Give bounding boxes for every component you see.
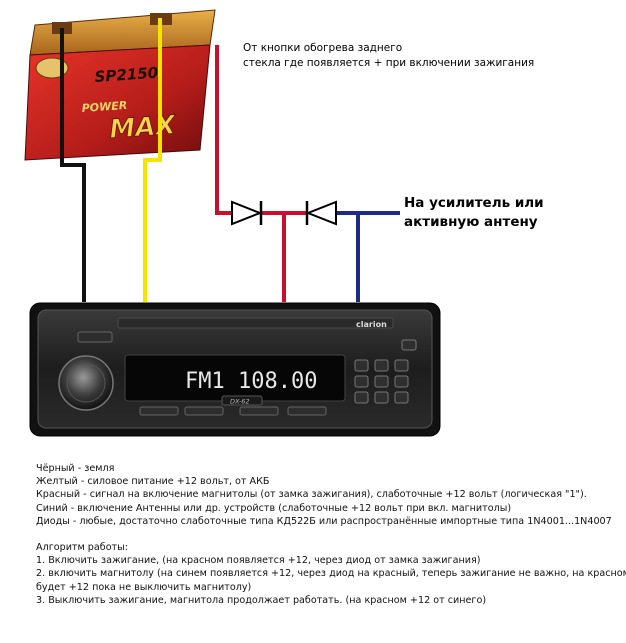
radio-display-text: FM1 108.00 [185,369,317,394]
radio-keypad [354,359,409,404]
radio-model: DX-62 [230,398,249,406]
battery-model: SP2150 [94,64,159,86]
battery-brand-power: POWER [81,99,127,115]
ground-wire [60,28,86,302]
diode-right [305,200,337,226]
legend-red: Красный - сигнал на включение магнитолы … [36,489,587,501]
legend-yellow: Желтый - силовое питание +12 вольт, от А… [36,476,270,488]
wiring-diagram: SP2150 POWER MAX clarion FM1 108.00 DX-6… [24,9,441,437]
algorithm-step-2: 2. включить магнитолу (на синем появляет… [36,568,626,580]
algorithm-step-1: 1. Включить зажигание, (на красном появл… [36,555,481,567]
radio-brand: clarion [356,320,387,329]
battery: SP2150 POWER MAX [24,9,216,161]
wire-legend: Чёрный - земля Желтый - силовое питание … [36,462,626,607]
blue-target-line-2: активную антену [404,214,538,230]
car-radio: clarion FM1 108.00 DX-62 [29,302,441,437]
power-wire [143,18,162,302]
radio-side-button [401,339,417,351]
battery-front [24,44,211,161]
red-source-line-2: стекла где появляется + при включении за… [243,57,535,69]
radio-preset-buttons [139,406,327,416]
algorithm-step-2-cont: будет +12 пока не выключить магнитолу) [36,581,252,593]
legend-blue: Синий - включение Антенны или др. устрой… [36,502,512,514]
algorithm-title: Алгоритм работы: [36,542,128,554]
algorithm-step-3: 3. Выключить зажигание, магнитола продол… [36,594,487,606]
blue-target-line-1: На усилитель или [404,195,544,211]
legend-diodes: Диоды - любые, достаточно слаботочные ти… [36,515,612,527]
red-source-label: От кнопки обогрева заднего стекла где по… [243,41,534,71]
red-wire-source [215,45,232,215]
battery-brand-max: MAX [108,110,178,145]
radio-model-badge [221,395,263,406]
red-source-line-1: От кнопки обогрева заднего [243,42,403,54]
blue-wire [336,211,360,302]
blue-target-label: На усилитель или активную антену [404,194,544,232]
volume-knob-ring [66,363,106,403]
legend-black: Чёрный - земля [36,463,115,474]
eject-button [77,331,113,343]
radio-top-strip [117,317,394,329]
diode-left [231,200,263,226]
